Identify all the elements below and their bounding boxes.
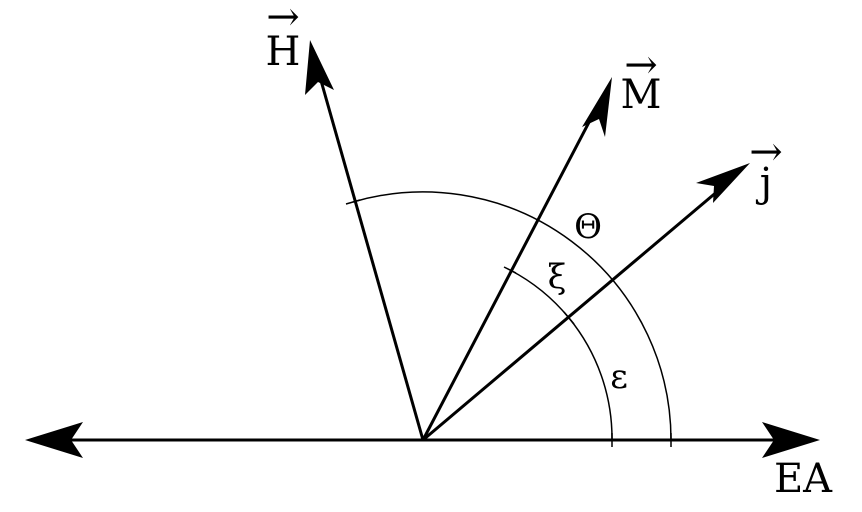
label-j: → j	[749, 129, 783, 206]
label-m-text: M	[621, 72, 662, 118]
label-j-text: j	[756, 160, 772, 206]
vector-m-arrowhead	[582, 77, 612, 137]
epsilon-arc	[568, 317, 613, 441]
label-xi: ξ	[548, 257, 567, 297]
arc-ticks	[345, 199, 672, 447]
vector-j-line	[422, 183, 726, 442]
label-j-arrow: →	[749, 129, 783, 175]
vector-m	[421, 77, 612, 441]
label-h-text: H	[266, 29, 301, 75]
xi-tick-m	[503, 266, 517, 274]
angle-arcs	[352, 191, 672, 441]
label-h-arrow: →	[266, 0, 300, 40]
xi-epsilon-tick-j	[563, 311, 575, 325]
label-m-arrow: →	[624, 42, 658, 88]
theta-tick-h	[345, 199, 361, 205]
label-theta: Θ	[574, 207, 602, 247]
vector-h-arrowhead	[305, 40, 334, 95]
vector-j	[422, 163, 750, 442]
theta-arc	[352, 191, 672, 441]
vector-j-arrowhead	[696, 163, 750, 203]
label-easy-axis: EA	[774, 456, 833, 502]
easy-axis-left-arrowhead	[25, 422, 83, 458]
easy-axis-right-arrowhead	[762, 422, 820, 458]
vector-m-line	[421, 104, 600, 441]
label-h: → H	[266, 0, 301, 75]
label-m: → M	[621, 42, 662, 118]
vector-h	[305, 40, 425, 441]
vector-h-line	[316, 69, 425, 441]
label-epsilon: ε	[610, 357, 628, 397]
